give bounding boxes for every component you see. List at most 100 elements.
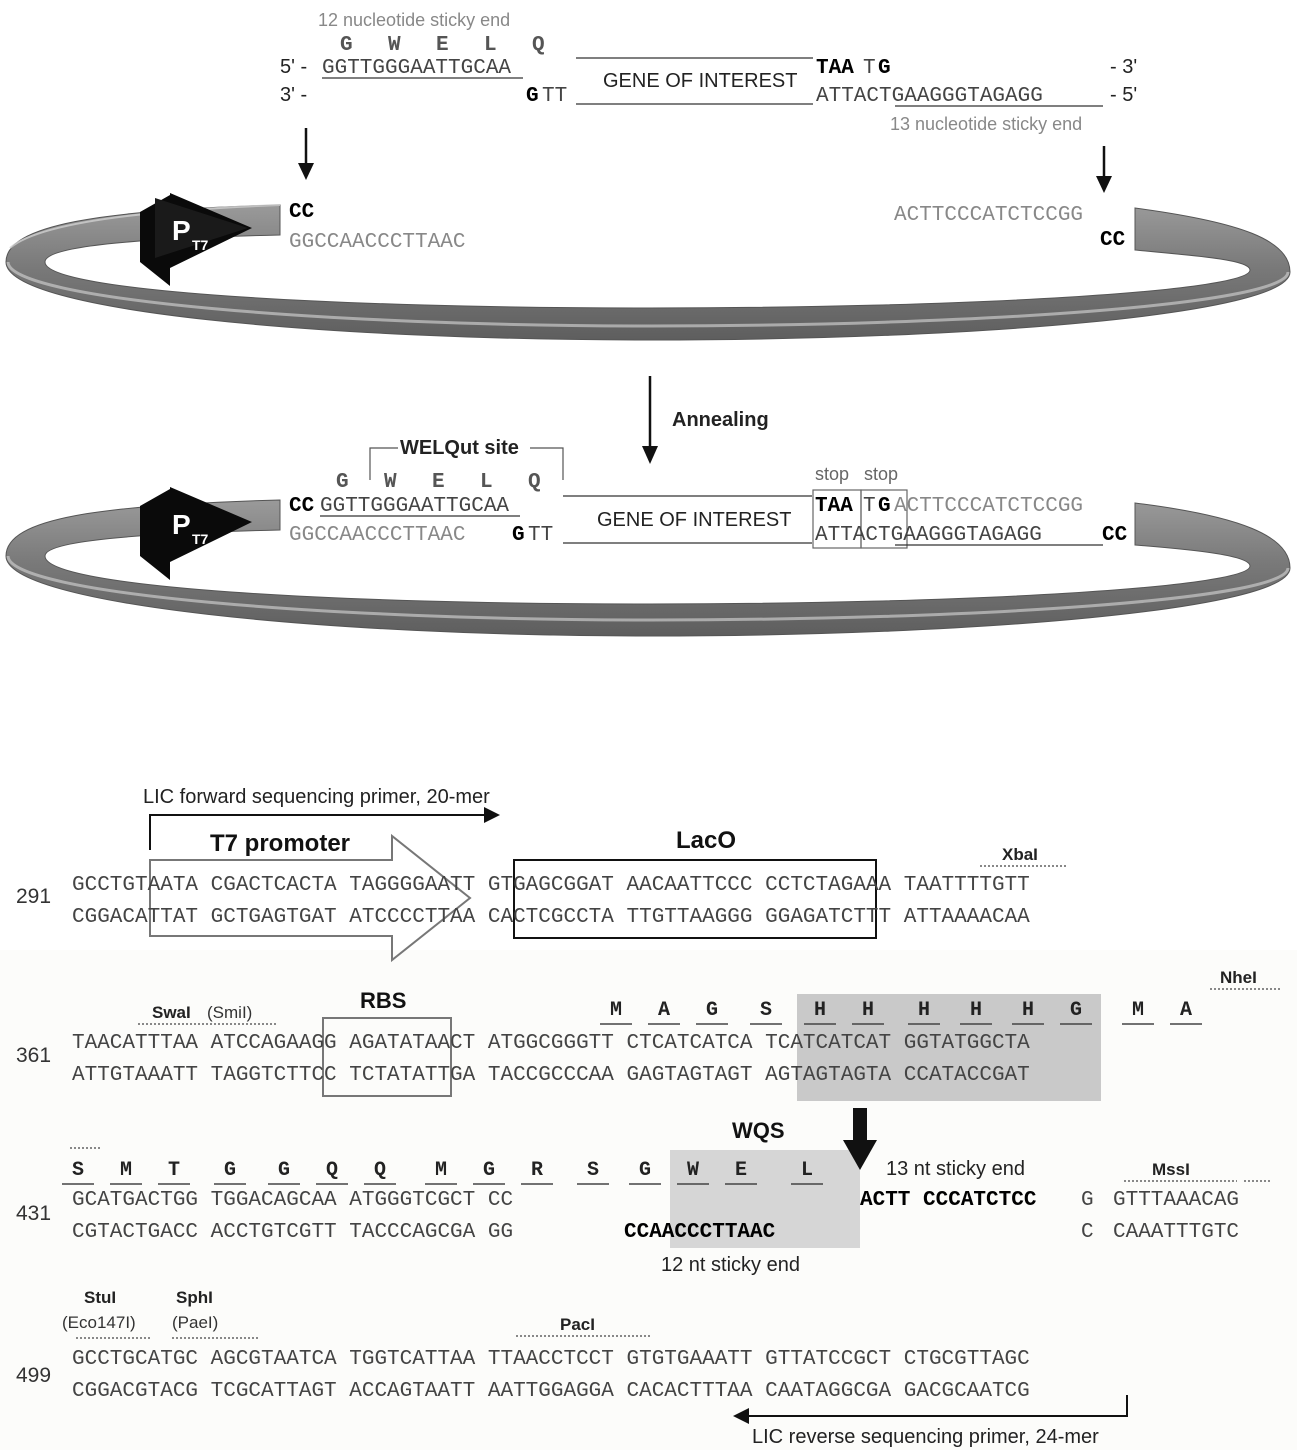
annealed-bottom-seq: GGCCAACCCTTAAC: [289, 524, 465, 547]
insert-panel: 12 nucleotide sticky end G W E L Q 5' - …: [280, 10, 1137, 193]
aa-letter: M: [1132, 999, 1144, 1022]
aa-letter: G: [278, 1159, 290, 1182]
aa-letter: E: [735, 1159, 747, 1182]
wqs-highlight: [670, 1150, 860, 1248]
stop-codon-taa: TAA: [816, 57, 854, 80]
insert-bottom-right-seq: ATTACTGAAGGGTAGAGG: [816, 85, 1043, 108]
seq-row-bottom-end: CAAATTTGTC: [1113, 1221, 1239, 1244]
annealed-top-seq: GGTTGGGAATTGCAA: [320, 495, 509, 518]
promoter-p-label: P: [172, 509, 191, 540]
down-arrow-icon: [298, 128, 314, 180]
insert-top-right-g: G: [878, 57, 891, 80]
paei-label: (PaeI): [172, 1313, 218, 1332]
annealed-bottom-tt: TT: [528, 524, 553, 547]
his-tag-highlight: [797, 994, 1101, 1101]
insert-top-left-seq: GGTTGGGAATTGCAA: [322, 57, 511, 80]
seq-row-bottom: CGGACGTACG TCGCATTAGT ACCAGTAATT AATTGGA…: [72, 1380, 1030, 1403]
row-number: 499: [16, 1364, 51, 1387]
aa-letter: H: [1022, 999, 1034, 1022]
rev-primer-label: LIC reverse sequencing primer, 24-mer: [752, 1426, 1099, 1448]
aa-letter: G: [706, 999, 718, 1022]
sticky-end-12-label: 12 nucleotide sticky end: [318, 10, 510, 30]
sticky-end-13-label: 13 nucleotide sticky end: [890, 114, 1082, 134]
seq-top-g: G: [1081, 1189, 1094, 1212]
aa-letter: E: [432, 471, 445, 494]
aa-letter: H: [918, 999, 930, 1022]
arrow-right-icon: [484, 807, 500, 823]
annealed-stop-taa: TAA: [815, 495, 853, 518]
aa-letter: H: [862, 999, 874, 1022]
aa-letter: W: [388, 34, 401, 57]
aa-letter: M: [435, 1159, 447, 1182]
seq-row-bottom: ATTGTAAATT TAGGTCTTCC TCTATATTGA TACCGCC…: [72, 1064, 1030, 1087]
annealed-top-right-t: T: [863, 495, 876, 518]
aa-letter: L: [801, 1159, 813, 1182]
eco147i-label: (Eco147I): [62, 1313, 136, 1332]
insert-top-right-t: T: [863, 57, 876, 80]
aa-letter: H: [970, 999, 982, 1022]
five-prime-end-right: - 5': [1110, 84, 1137, 106]
aa-letter: G: [336, 471, 349, 494]
annealing-label: Annealing: [672, 409, 769, 431]
seq-row-bottom: CGGACATTAT GCTGAGTGAT ATCCCCTTAA CACTCGC…: [72, 906, 1030, 929]
aa-letter: G: [483, 1159, 495, 1182]
sticky-13nt-label: 13 nt sticky end: [886, 1158, 1025, 1180]
row-number: 361: [16, 1044, 51, 1067]
down-arrow-icon: [1096, 146, 1112, 193]
stop-label: stop: [815, 464, 849, 484]
seq-row-top-end: GTTTAAACAG: [1113, 1189, 1239, 1212]
annealed-top-right-g: G: [878, 495, 891, 518]
aa-letter: A: [658, 999, 670, 1022]
aa-letter: H: [814, 999, 826, 1022]
aa-letter: G: [639, 1159, 651, 1182]
aa-letter: Q: [374, 1159, 386, 1182]
seq-row-top: TAACATTTAA ATCCAGAAGG AGATATAACT ATGGCGG…: [72, 1032, 1030, 1055]
annealed-top-right-rest: ACTTCCCATCTCCGG: [894, 495, 1083, 518]
insert-bottom-left-seq: TT: [542, 85, 567, 108]
t7-promoter-arrow-icon: [140, 487, 252, 580]
stop-label: stop: [864, 464, 898, 484]
annealed-aa-row: G W E L Q: [336, 471, 541, 494]
aa-letter: T: [168, 1159, 180, 1182]
promoter-sub-label: T7: [192, 237, 209, 253]
aa-letter: W: [384, 471, 397, 494]
down-arrow-icon: [843, 1108, 877, 1170]
aa-letter: S: [760, 999, 772, 1022]
aa-letter: L: [484, 34, 497, 57]
aa-letter: W: [687, 1159, 699, 1182]
aa-letter: G: [1070, 999, 1082, 1022]
annealed-bottom-g: G: [512, 524, 525, 547]
aa-letter: L: [480, 471, 493, 494]
insert-bottom-left-g: G: [526, 85, 539, 108]
seq-row-top: GCCTGTAATA CGACTCACTA TAGGGGAATT GTGAGCG…: [72, 874, 1030, 897]
annealing-arrow-icon: [642, 376, 658, 464]
seq-row-bottom: CGTACTGACC ACCTGTCGTT TACCCAGCGA GG: [72, 1221, 513, 1244]
vector-right-seq: ACTTCCCATCTCCGG: [894, 204, 1083, 227]
t7-promoter-box: [149, 833, 472, 963]
five-prime-end: 5' -: [280, 56, 307, 78]
aa-letter: Q: [528, 471, 541, 494]
aa-letter: S: [587, 1159, 599, 1182]
swai-label: SwaI: [152, 1003, 191, 1022]
stop-codon-box: [860, 489, 908, 549]
laco-box: [513, 859, 877, 939]
aa-letter: E: [436, 34, 449, 57]
aa-letter: S: [72, 1159, 84, 1182]
aa-letter: Q: [532, 34, 545, 57]
vector-left-cc: CC: [289, 201, 315, 224]
three-prime-end-right: - 3': [1110, 56, 1137, 78]
paci-label: PacI: [560, 1315, 595, 1334]
sticky-12-seq: CCAACCCTTAAC: [624, 1221, 776, 1244]
vector-right-cc: CC: [1100, 229, 1126, 252]
smii-label: (SmiI): [207, 1003, 252, 1022]
aa-letter: M: [120, 1159, 132, 1182]
vector-left-seq: GGCCAACCCTTAAC: [289, 231, 465, 254]
promoter-sub-label: T7: [192, 531, 209, 547]
seq-row-top: GCCTGCATGC AGCGTAATCA TGGTCATTAA TTAACCT…: [72, 1348, 1030, 1371]
aa-letter: G: [340, 34, 353, 57]
gene-of-interest-label: GENE OF INTEREST: [597, 509, 791, 531]
nhei-label: NheI: [1220, 968, 1257, 987]
sticky-12nt-label: 12 nt sticky end: [661, 1254, 800, 1276]
arrow-left-icon: [733, 1408, 749, 1424]
